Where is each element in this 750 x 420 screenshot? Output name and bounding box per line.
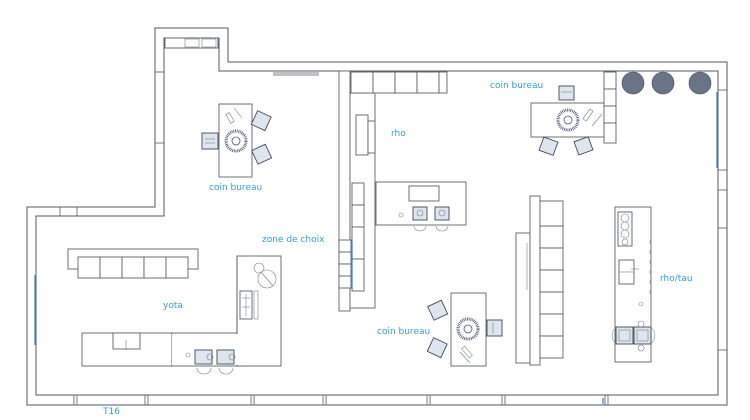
- island-rho-tau: [611, 206, 656, 363]
- plants: [621, 71, 712, 95]
- storage-bench: [515, 195, 564, 366]
- windows: [34, 92, 718, 404]
- sofa-yota: [67, 248, 199, 279]
- central-partition: [338, 70, 376, 312]
- label-yota: yota: [163, 301, 183, 311]
- label-coin-bureau-bottom: coin bureau: [377, 327, 431, 337]
- label-room-code: T16: [103, 407, 120, 417]
- label-coin-bureau-right: coin bureau: [490, 81, 544, 91]
- desk-coin-bureau-2: [530, 71, 617, 156]
- label-coin-bureau-left: coin bureau: [209, 183, 263, 193]
- label-zone-de-choix: zone de choix: [262, 235, 325, 245]
- island-yota: [81, 255, 282, 375]
- desk-coin-bureau-3: [426, 292, 503, 367]
- desk-coin-bureau-1: [201, 103, 273, 178]
- cabinet-top-left: [164, 37, 219, 49]
- exterior-walls: [26, 27, 728, 406]
- cabinets-top-row: [350, 71, 448, 94]
- label-rho-tau: rho/tau: [660, 274, 693, 284]
- island-rho: [375, 181, 467, 232]
- label-rho: rho: [391, 129, 406, 139]
